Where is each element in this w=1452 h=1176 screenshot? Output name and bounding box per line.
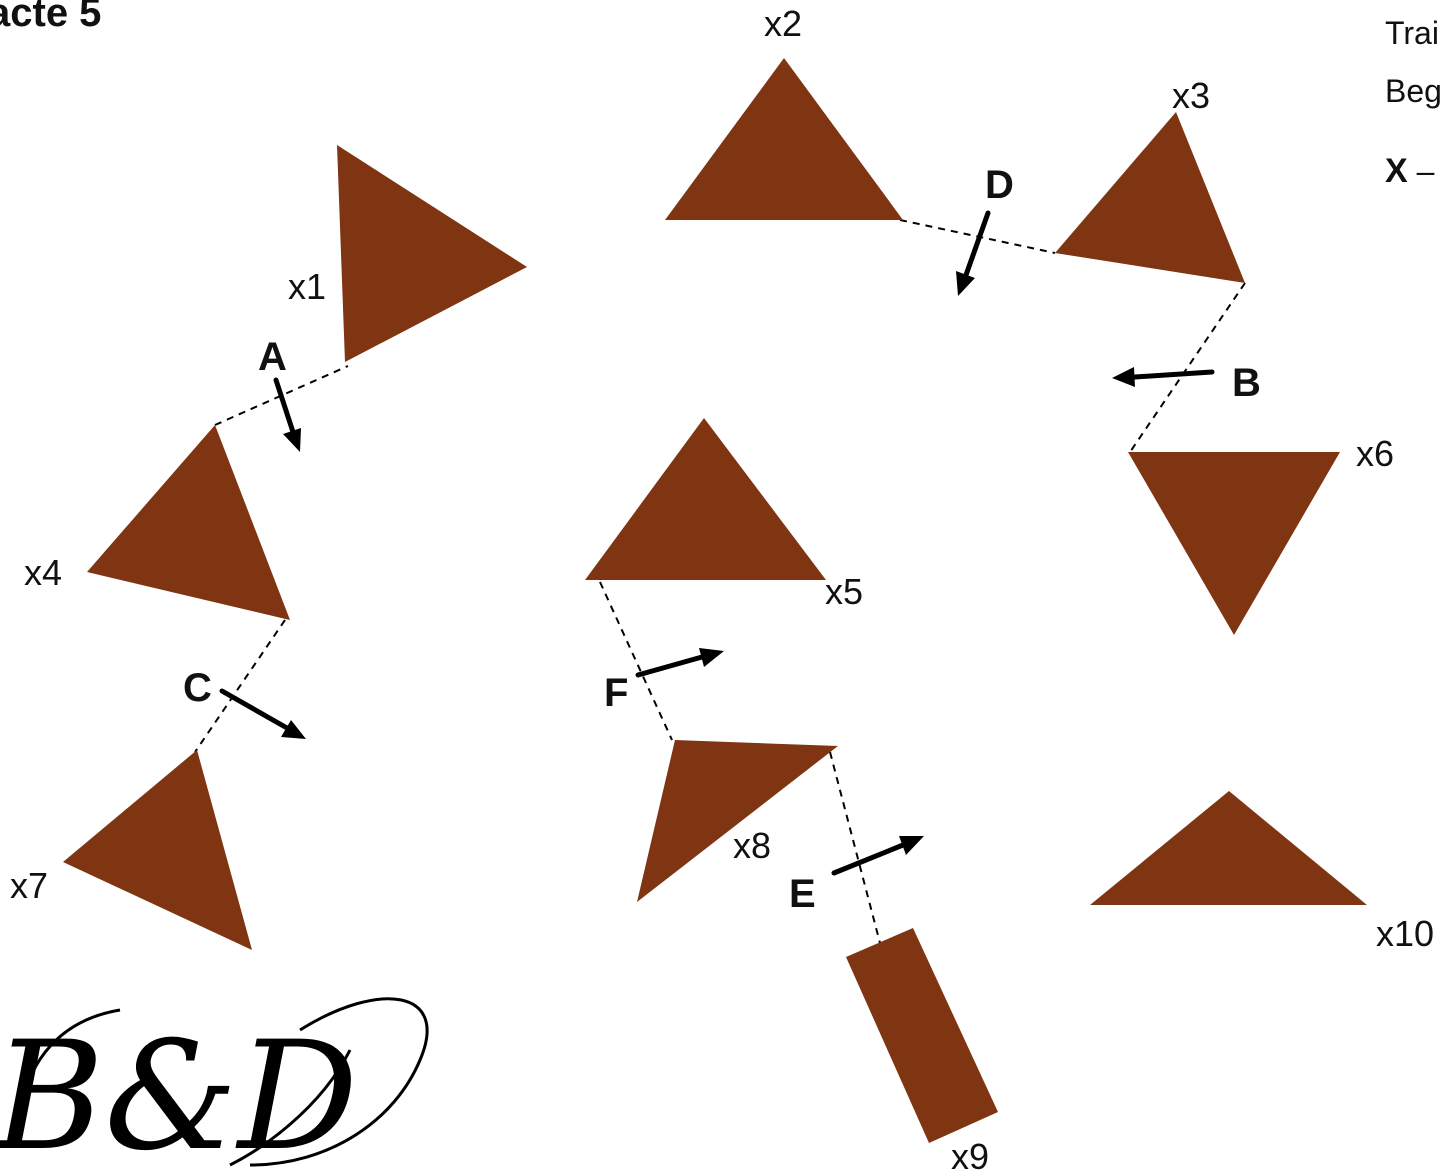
logo-text: B&D: [0, 1010, 358, 1176]
label-x2: x2: [764, 3, 802, 44]
label-x10: x10: [1376, 913, 1434, 954]
fold-line-e: [829, 751, 881, 944]
side-text-line-1: Trai: [1385, 15, 1439, 51]
label-x8: x8: [733, 825, 771, 866]
label-x9: x9: [951, 1136, 989, 1176]
fold-labels: A D B C F E: [183, 163, 1261, 916]
fold-line-f: [599, 581, 673, 741]
side-text-dash: –: [1408, 153, 1435, 189]
arrow-c: [219, 688, 306, 739]
triangle-x7: [63, 750, 252, 950]
triangle-x4: [87, 425, 290, 620]
logo-flourish: [18, 997, 429, 1167]
label-x3: x3: [1172, 75, 1210, 116]
arrow-a: [273, 377, 301, 452]
triangle-x1: [337, 145, 527, 362]
triangle-x2: [665, 58, 903, 220]
shapes: [63, 58, 1367, 1143]
fold-line-b: [1127, 282, 1246, 456]
logo: B&D: [0, 997, 429, 1176]
triangle-x5: [585, 418, 826, 580]
page-title: acte 5: [0, 0, 101, 35]
fold-label-a: A: [258, 335, 287, 379]
fold-label-c: C: [183, 666, 212, 710]
shape-labels: x1 x2 x3 x4 x5 x6 x7 x8 x9 x10: [10, 3, 1434, 1176]
triangle-x10: [1090, 791, 1367, 905]
fold-label-b: B: [1232, 361, 1261, 405]
fold-line-a: [214, 365, 349, 426]
arrow-b: [1112, 367, 1215, 387]
fold-label-d: D: [985, 163, 1014, 207]
label-x5: x5: [825, 571, 863, 612]
fold-line-c: [194, 619, 286, 753]
fold-label-e: E: [789, 872, 816, 916]
arrow-e: [831, 836, 924, 876]
label-x1: x1: [288, 266, 326, 307]
side-text-line-2: Beg: [1385, 73, 1442, 109]
fold-label-f: F: [604, 671, 628, 715]
triangle-x8: [637, 740, 838, 902]
arrow-d: [956, 210, 991, 296]
arrows: [219, 210, 1215, 876]
side-text-line-3: X –: [1385, 152, 1435, 190]
label-x7: x7: [10, 865, 48, 906]
label-x4: x4: [24, 552, 62, 593]
label-x6: x6: [1356, 433, 1394, 474]
triangle-x6: [1128, 452, 1340, 635]
side-text-key: X: [1385, 152, 1408, 190]
rectangle-x9: [846, 928, 998, 1143]
triangle-x3: [1055, 112, 1245, 283]
arrow-f: [635, 648, 724, 678]
